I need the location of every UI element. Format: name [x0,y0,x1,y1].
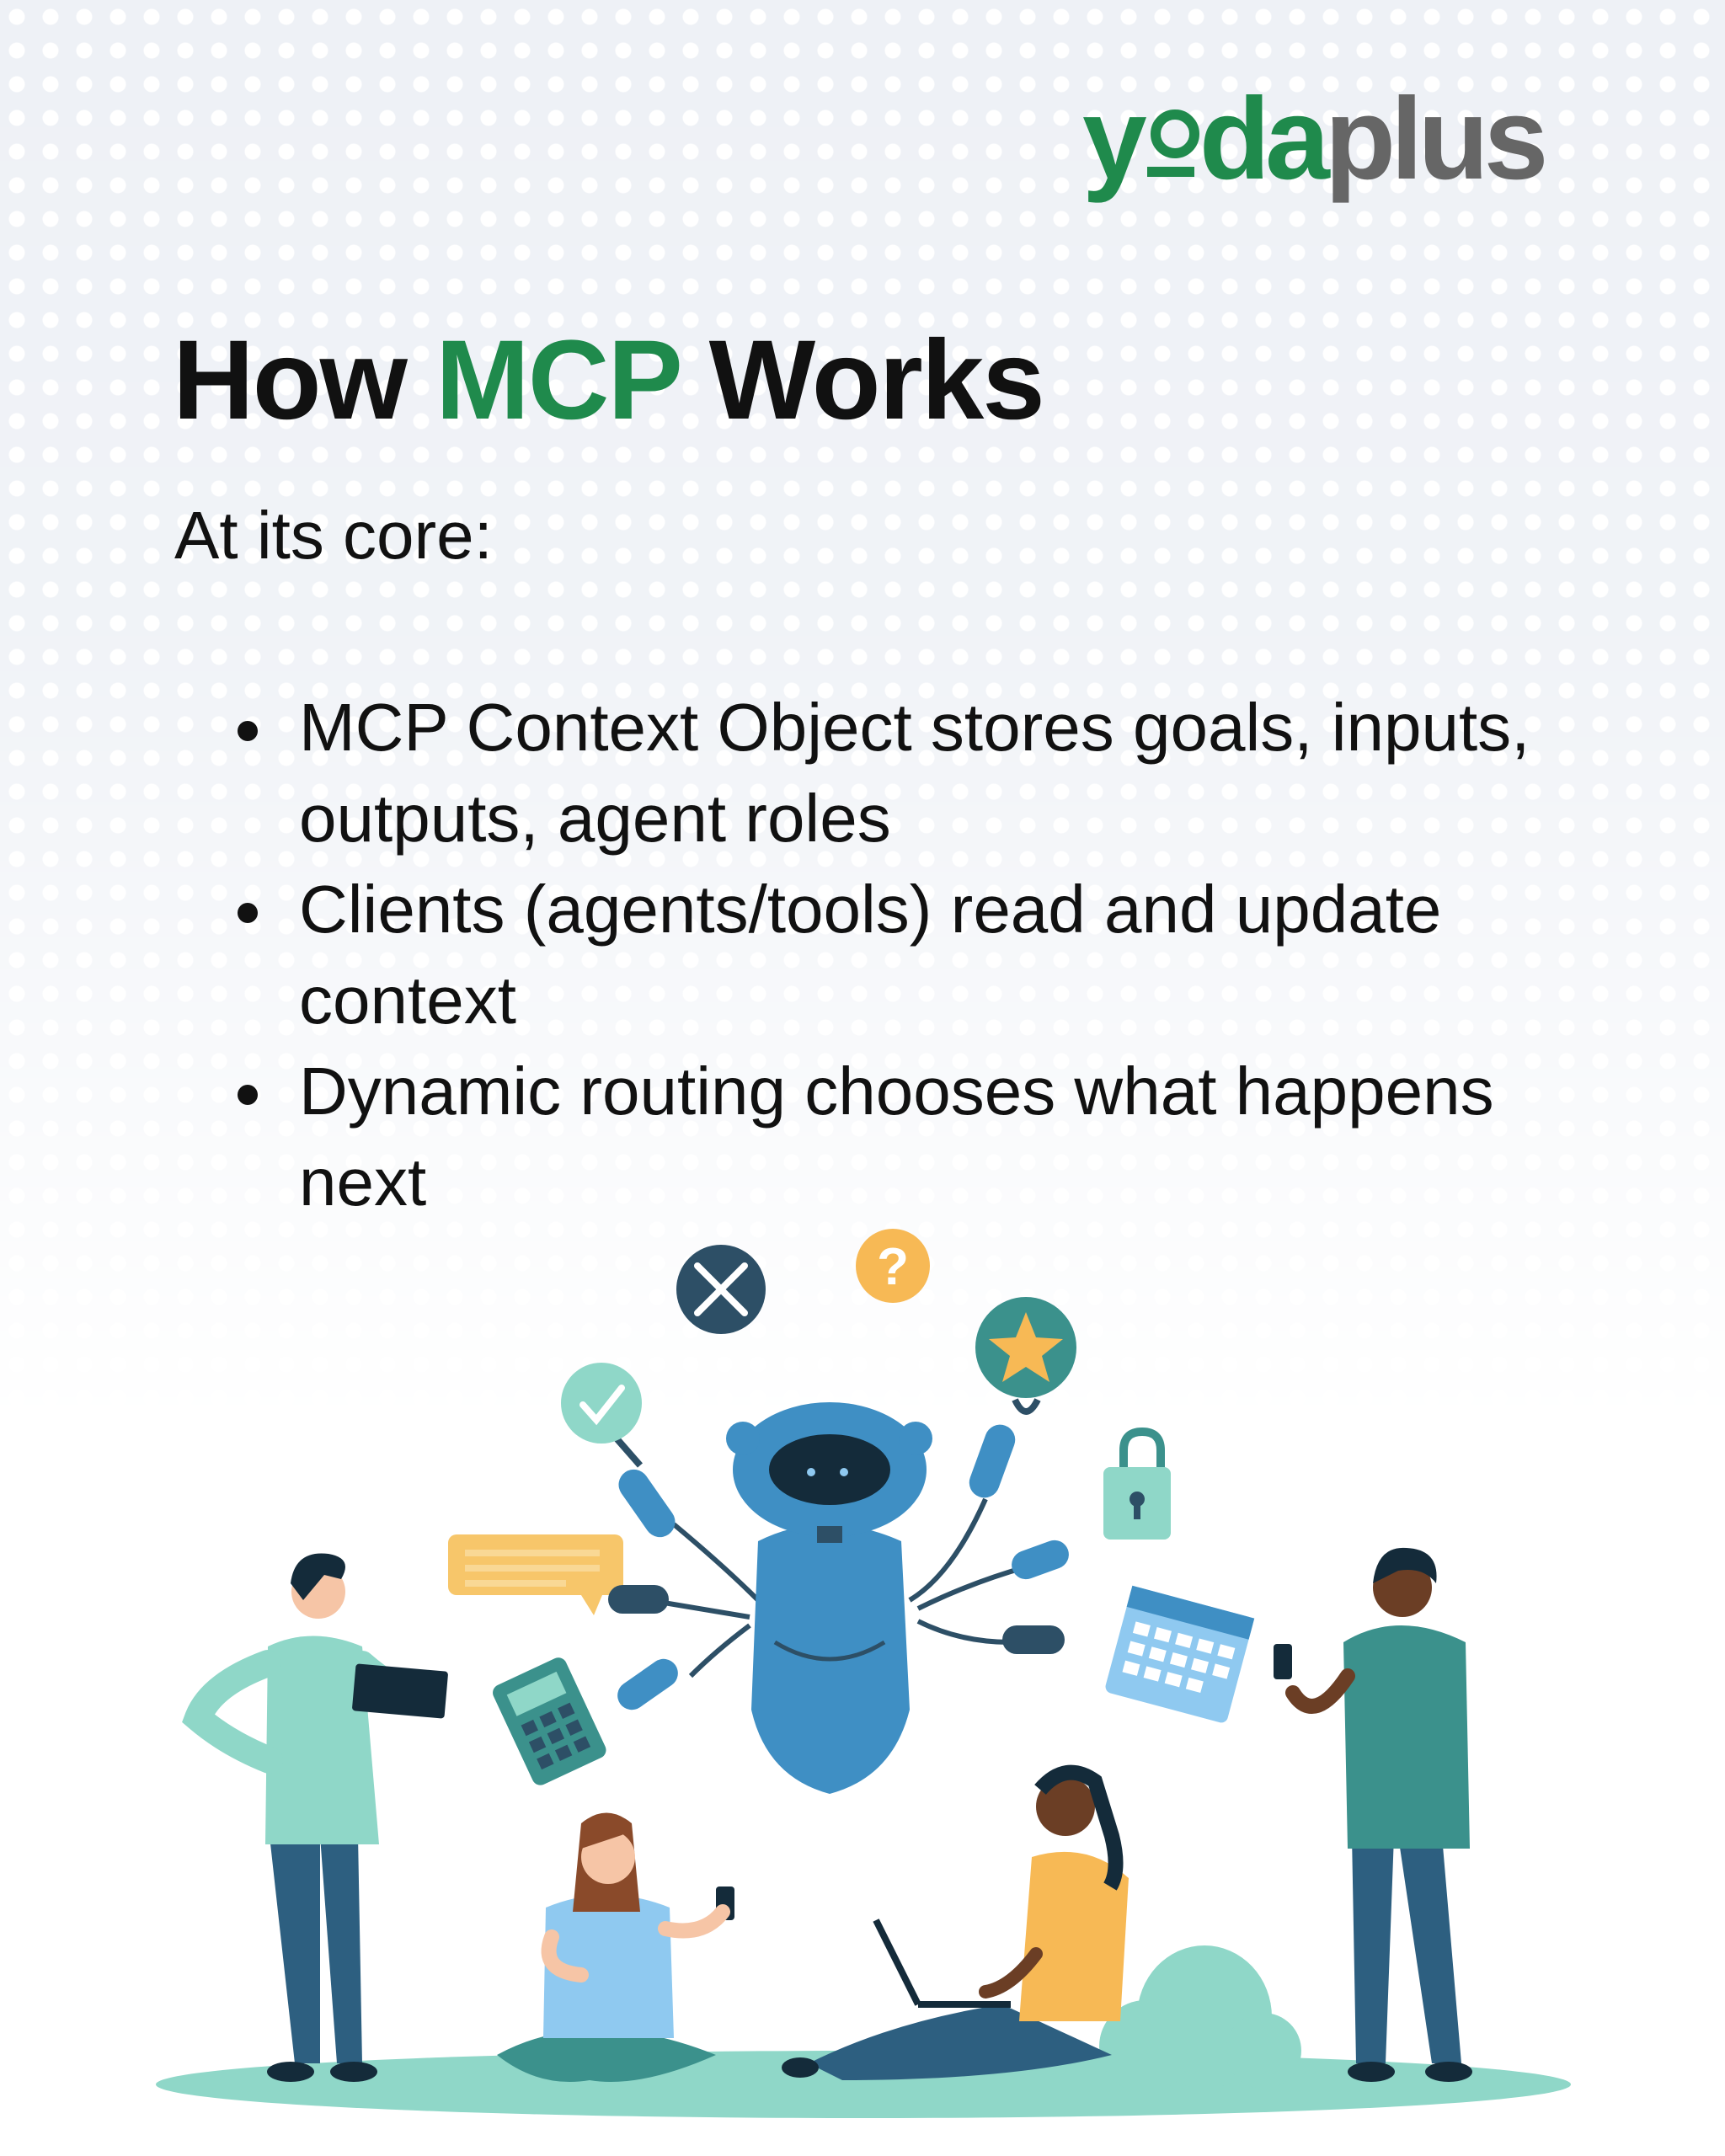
person-sitting-right [782,1764,1129,2080]
robot-arm-ends [608,1424,1069,1710]
person-left [182,1553,448,2082]
check-icon [561,1363,644,1468]
chat-bubble-icon [448,1534,623,1615]
calendar-icon [1105,1585,1255,1723]
bullet-list: MCP Context Object stores goals, inputs,… [227,682,1541,1228]
lock-icon [1103,1427,1171,1540]
person-sitting-left [497,1812,734,2082]
title-accent: MCP [435,318,681,443]
question-icon: ? [856,1229,930,1303]
star-icon [975,1297,1076,1415]
question-mark: ? [877,1238,909,1296]
close-icon [676,1245,766,1334]
logo-text-plus: plus [1324,74,1549,204]
logo-o-mark [1142,94,1199,179]
bullet-item: Clients (agents/tools) read and update c… [227,864,1541,1046]
calculator-icon [493,1657,606,1785]
bullet-item: MCP Context Object stores goals, inputs,… [227,682,1541,864]
robot-arms [648,1497,1028,1678]
mcp-illustration: ? [156,1229,1571,2118]
robot [726,1402,932,1794]
logo-text-da: da [1199,74,1330,204]
subtitle: At its core: [174,498,493,573]
plant [1099,1945,1301,2093]
page-title: How MCP Works [173,316,1045,445]
bullet-item: Dynamic routing chooses what happens nex… [227,1046,1541,1228]
logo-text-y: y [1082,74,1147,204]
dotted-background [0,0,1725,1432]
title-prefix: How [173,318,436,443]
title-suffix: Works [679,318,1045,443]
person-right [1274,1547,1472,2082]
